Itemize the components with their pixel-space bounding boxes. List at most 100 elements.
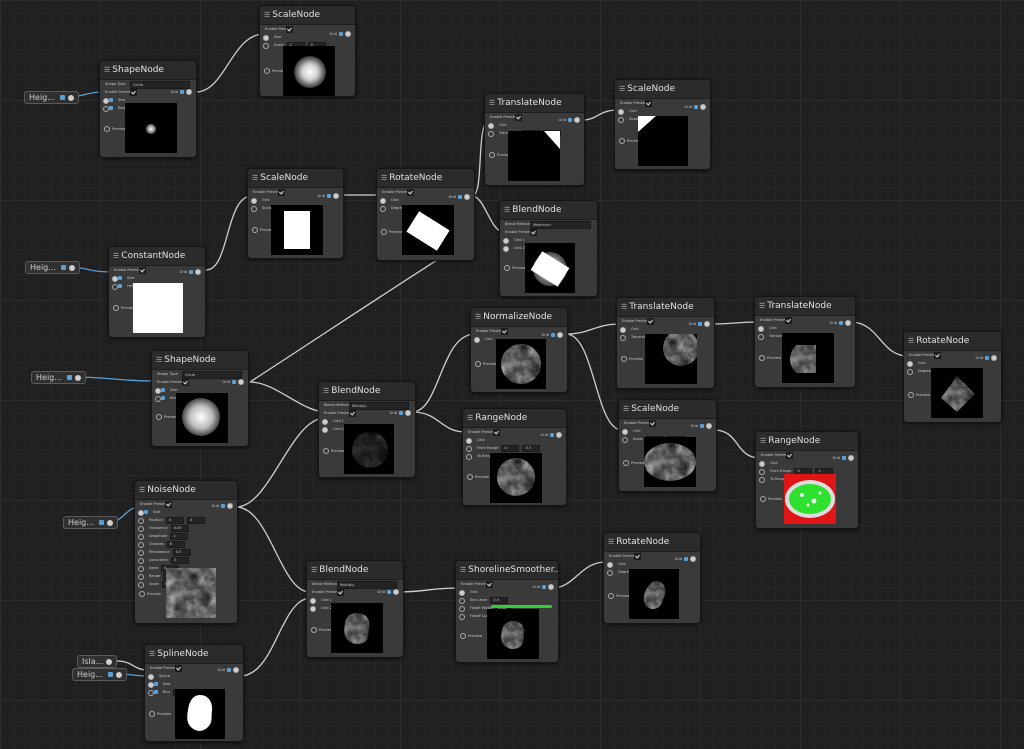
output-grid[interactable]: Grid [317,193,339,199]
input-port-icon[interactable] [380,206,386,212]
enable-preview-checkbox[interactable] [130,89,137,96]
value-field[interactable]: 0 [501,444,520,452]
param-height-3[interactable]: Heig... [31,371,86,384]
input-port-icon[interactable] [322,419,328,425]
node-title[interactable]: ☰ScaleNode [248,169,343,188]
menu-icon[interactable]: ☰ [156,356,163,364]
input-port-icon[interactable] [138,582,144,588]
range-node-1[interactable]: ☰RangeNode Enable Preview Grid From Rang… [462,408,567,506]
param-island[interactable]: Isla... [77,655,118,668]
input-port-icon[interactable] [139,591,145,597]
input-port-icon[interactable] [149,711,155,717]
range-node-2[interactable]: ☰RangeNode Enable Preview Grid From Rang… [755,431,859,529]
menu-icon[interactable]: ☰ [381,174,388,182]
menu-icon[interactable]: ☰ [139,486,146,494]
input-port-icon[interactable] [622,429,628,435]
output-grid[interactable]: Grid [222,379,244,385]
output-port-icon[interactable] [195,269,201,275]
node-title[interactable]: ☰ScaleNode [615,80,710,99]
enable-preview-checkbox[interactable] [407,189,414,196]
enable-preview-checkbox[interactable] [486,581,493,588]
input-grid[interactable]: Grid [904,359,1001,367]
value-field[interactable]: 8 [166,540,185,548]
node-title[interactable]: ☰ShapeNode [100,61,196,80]
menu-icon[interactable]: ☰ [311,566,318,574]
output-grid[interactable]: Grid [829,320,851,326]
input-grid[interactable]: Grid [377,196,474,204]
input-port-icon[interactable] [759,355,765,361]
output-port-icon[interactable] [238,379,244,385]
output-grid[interactable]: Grid [377,589,399,595]
input-grid[interactable]: Grid [485,121,584,129]
output-grid[interactable]: Grid [975,355,997,361]
output-grid[interactable]: Grid [832,455,854,461]
node-title[interactable]: ☰ShorelineSmoother... [456,561,558,580]
output-port-icon[interactable] [991,355,997,361]
input-grid-1[interactable]: Grid 1 [307,596,403,604]
input-port-icon[interactable] [618,109,624,115]
input-port-icon[interactable] [148,690,154,696]
enable-preview-checkbox[interactable] [175,665,182,672]
input-grid[interactable]: Grid [463,436,566,444]
input-port-icon[interactable] [758,326,764,332]
output-port-icon[interactable] [574,117,580,123]
input-port-icon[interactable] [504,265,510,271]
input-spline[interactable]: Spline [145,672,243,680]
shape-type-dropdown[interactable]: Circle [130,81,190,89]
output-grid[interactable]: Grid [674,556,696,562]
input-port-icon[interactable] [138,518,144,524]
output-port-icon[interactable] [556,432,562,438]
input-port-icon[interactable] [907,369,913,375]
output-port-icon[interactable] [345,31,351,37]
input-grid[interactable]: Grid [604,560,700,568]
output-port-icon[interactable] [700,104,706,110]
enable-preview-checkbox[interactable] [634,553,641,560]
value-field[interactable]: 0 [166,516,184,524]
input-port-icon[interactable] [466,446,472,452]
menu-icon[interactable]: ☰ [608,538,615,546]
enable-preview-checkbox[interactable] [934,352,941,359]
input-size[interactable]: Size [152,386,248,394]
value-field[interactable]: 0 [187,516,205,524]
node-title[interactable]: ☰RangeNode [463,409,566,428]
input-port-icon[interactable] [607,562,613,568]
input-port-icon[interactable] [263,35,269,41]
blend-method-dropdown[interactable]: Multiply [349,402,409,410]
menu-icon[interactable]: ☰ [323,387,330,395]
input-grid-2[interactable]: Grid 2 [319,425,415,433]
output-port-icon[interactable] [848,455,854,461]
node-title[interactable]: ☰ShapeNode [152,351,248,370]
menu-icon[interactable]: ☰ [460,566,467,574]
node-title[interactable]: ☰RotateNode [904,332,1001,351]
menu-icon[interactable]: ☰ [759,302,766,310]
input-grid[interactable]: Grid [248,196,343,204]
input-grid[interactable]: Grid [619,427,716,435]
node-title[interactable]: ☰ScaleNode [619,400,716,419]
input-height[interactable]: Height [109,282,205,290]
translate-node-1[interactable]: ☰TranslateNode Enable Preview Grid Trans… [484,93,585,186]
enable-preview-checkbox[interactable] [165,501,172,508]
constant-node-1[interactable]: ☰ConstantNode Enable Preview Size Height… [108,246,206,338]
menu-icon[interactable]: ☰ [252,174,259,182]
input-grid[interactable]: Grid [617,325,714,333]
output-port-icon[interactable] [845,320,851,326]
scale-node-2[interactable]: ☰ScaleNode Enable Preview Grid Scale11 G… [614,79,711,170]
input-port-icon[interactable] [489,152,495,158]
input-grid-2[interactable]: Grid 2 [307,604,403,612]
output-port-icon[interactable] [706,423,712,429]
scale-node-3[interactable]: ☰ScaleNode Enable Preview Grid Scale0.50… [247,168,344,259]
input-grid-1[interactable]: Grid 1 [500,236,597,244]
output-port-icon[interactable] [464,194,470,200]
input-port-icon[interactable] [310,606,316,612]
input-size[interactable]: Size [135,508,237,516]
enable-preview-checkbox[interactable] [337,589,344,596]
input-port-icon[interactable] [138,574,144,580]
